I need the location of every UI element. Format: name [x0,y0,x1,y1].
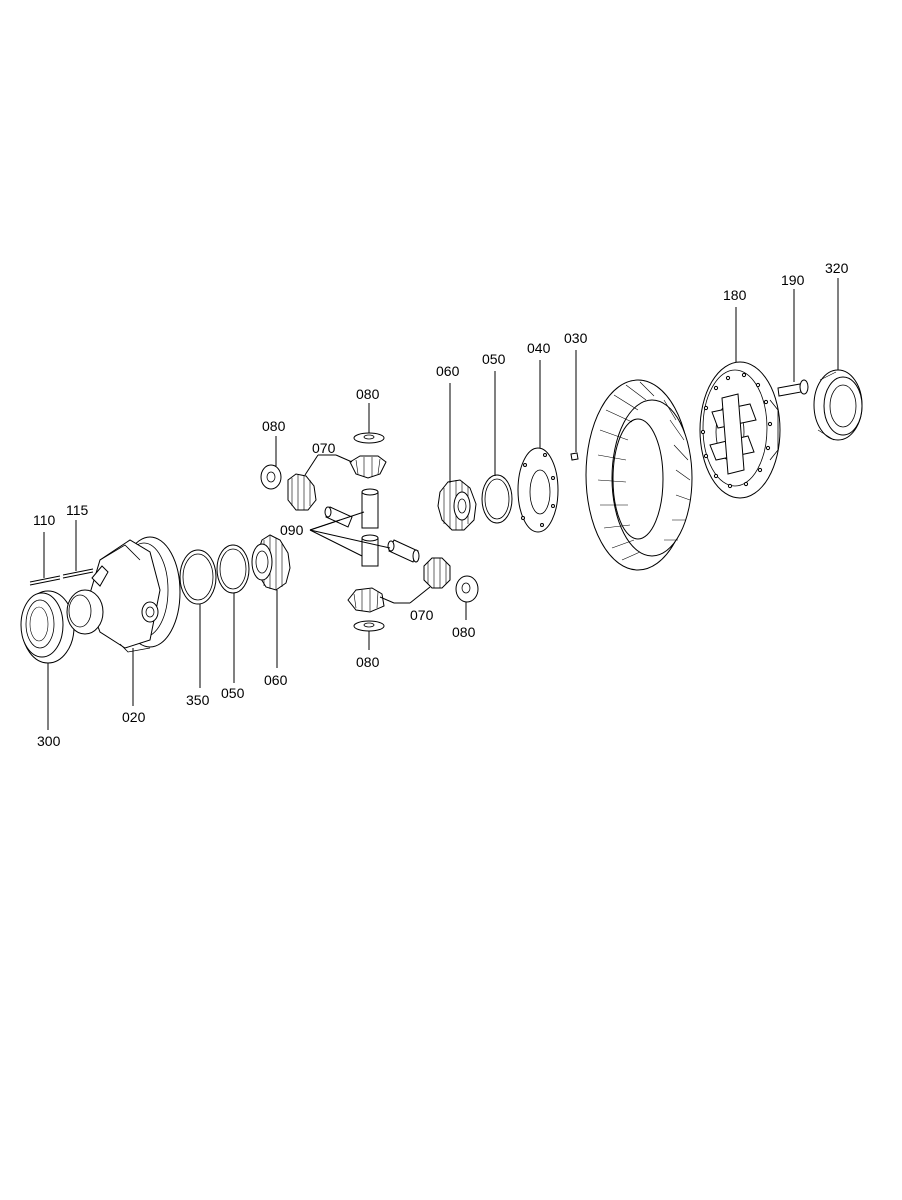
part-090-shaft-lower [361,534,379,567]
label-080-top: 080 [356,386,380,402]
part-180-housing [699,307,781,499]
part-070-pinion-gear-lower-left [347,587,385,613]
part-090-pin-left [324,506,353,528]
label-070-upper: 070 [312,440,336,456]
label-050-right: 050 [482,351,506,367]
ring-gear [585,379,693,571]
part-070-pinion-gear-upper-right [349,455,387,479]
part-050-thrust-washer-left [216,544,250,683]
part-050-thrust-washer-right [481,371,513,524]
label-060-right: 060 [436,363,460,379]
label-040: 040 [527,340,551,356]
label-180: 180 [723,287,747,303]
label-020: 020 [122,709,146,725]
label-050-left: 050 [221,685,245,701]
part-020-differential-case [66,536,181,706]
part-115-pin [62,520,94,579]
part-060-side-gear-right [437,383,477,531]
label-080-bottom: 080 [356,654,380,670]
label-030: 030 [564,330,588,346]
part-090-pin-right [387,539,420,563]
leader-070-upper [304,454,353,476]
part-090-shaft-upper [361,488,379,529]
label-080-lower-right: 080 [452,624,476,640]
part-030-screw [570,350,579,461]
label-190: 190 [781,272,805,288]
part-300-bearing [20,590,75,730]
label-320: 320 [825,260,849,276]
leader-070-lower [379,586,431,604]
label-115: 115 [66,502,89,518]
label-350: 350 [186,692,210,708]
part-110-pin [29,532,61,586]
part-080-washer-top [353,403,385,444]
part-190-bolt [777,289,809,397]
part-080-washer-lower-right [455,575,479,620]
part-070-pinion-gear-upper-left [287,473,317,511]
label-110: 110 [33,512,56,528]
leader-090 [309,511,391,557]
label-090: 090 [280,522,304,538]
part-070-pinion-gear-lower-right [423,557,451,589]
part-350-shim [179,549,217,688]
label-080-upper-left: 080 [262,418,286,434]
part-080-washer-bottom [353,620,385,650]
part-080-washer-upper-left [260,436,282,490]
part-040-locking-plate [517,360,559,533]
label-060-left: 060 [264,672,288,688]
part-320-bearing [813,278,863,441]
part-060-side-gear-left [251,534,291,668]
label-070-lower: 070 [410,607,434,623]
label-300: 300 [37,733,61,749]
